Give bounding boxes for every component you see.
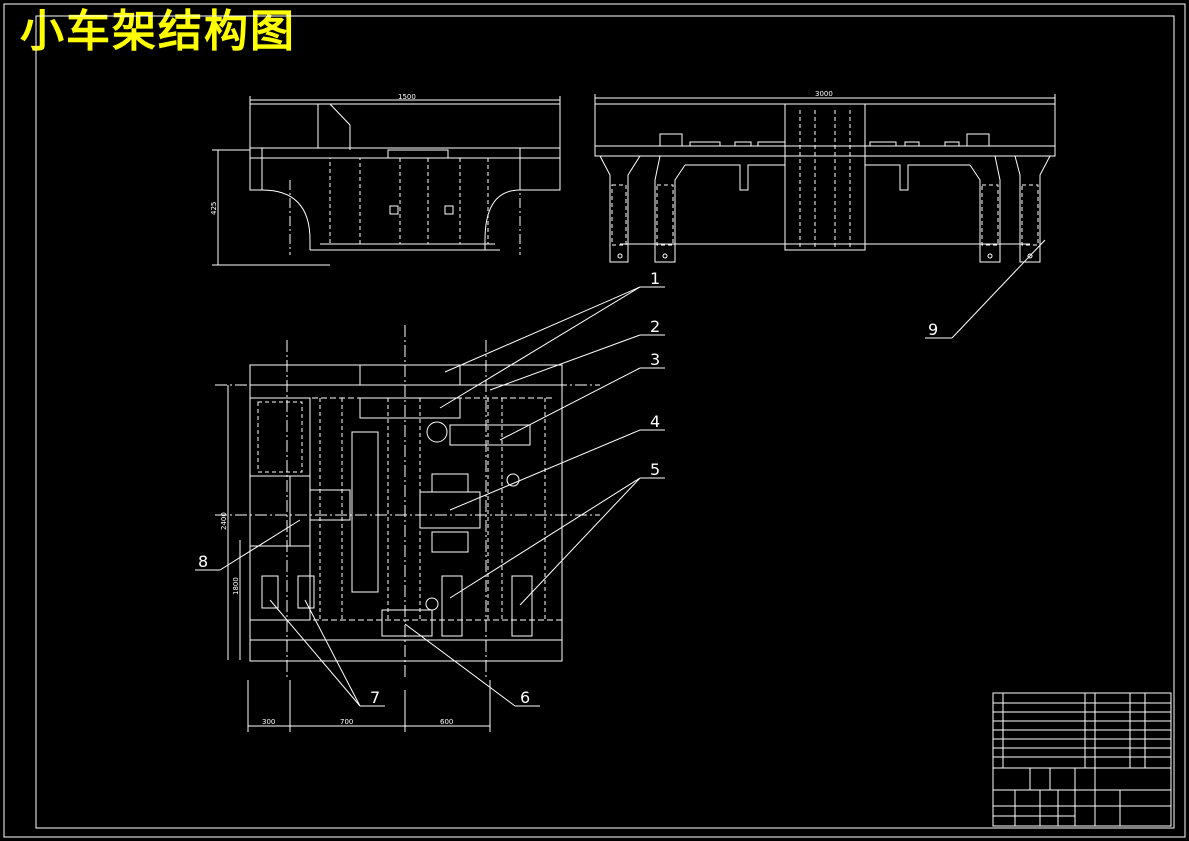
drawing-title: 小车架结构图	[20, 6, 296, 57]
dim-side-width: 1500	[398, 93, 416, 101]
callout-8: 8	[198, 552, 208, 571]
callout-2: 2	[650, 317, 660, 336]
callout-leaders	[195, 239, 1046, 707]
dim-plan-bottom-3: 600	[440, 718, 453, 726]
callout-9: 9	[928, 320, 938, 339]
callout-6: 6	[520, 688, 530, 707]
side-elevation-view	[212, 96, 561, 266]
front-elevation-view	[594, 94, 1056, 263]
sheet-frame	[35, 15, 1175, 829]
dim-plan-bottom-1: 300	[262, 718, 275, 726]
callout-3: 3	[650, 350, 660, 369]
dim-plan-height-total: 2400	[220, 512, 228, 530]
plan-view	[215, 325, 600, 732]
sheet-outer-border	[3, 3, 1186, 838]
callout-4: 4	[650, 412, 660, 431]
callout-5: 5	[650, 460, 660, 479]
dim-front-width: 3000	[815, 90, 833, 98]
title-block	[992, 692, 1172, 827]
callout-7: 7	[370, 688, 380, 707]
dim-side-height: 425	[210, 202, 218, 215]
dim-plan-bottom-2: 700	[340, 718, 353, 726]
callout-1: 1	[650, 269, 660, 288]
dim-plan-height-part: 1800	[232, 577, 240, 595]
